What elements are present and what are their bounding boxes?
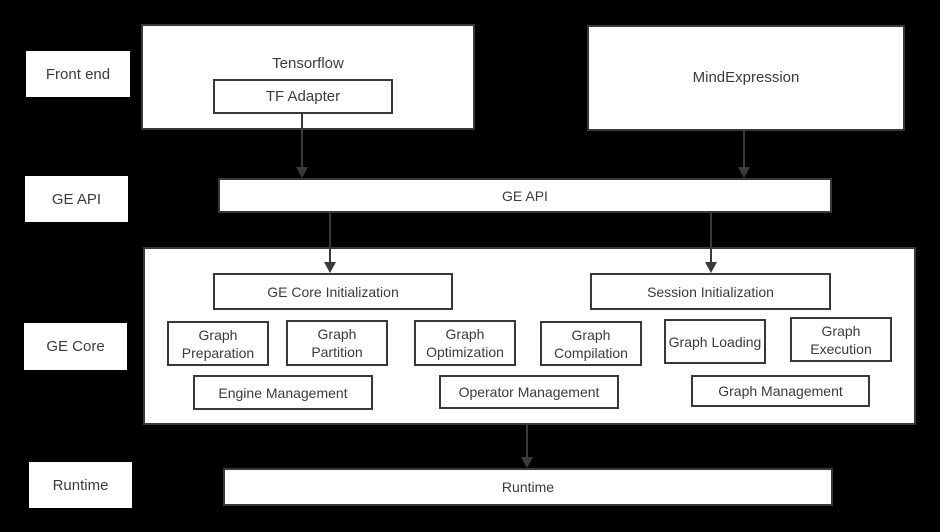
module-box-graph-preparation: Graph Preparation: [167, 321, 269, 366]
ge-core-initialization-box: GE Core Initialization: [213, 273, 453, 310]
arrow-ge-api-to-ge-core-initialization: [324, 213, 336, 273]
session-initialization-box: Session Initialization: [590, 273, 831, 310]
layer-label-runtime: Runtime: [29, 462, 132, 508]
mindexpression-box: MindExpression: [587, 25, 905, 131]
arrow-ge-api-to-session-initialization: [705, 213, 717, 273]
arrow-ge-core-to-runtime: [521, 425, 533, 468]
module-box-graph-partition: Graph Partition: [286, 320, 388, 366]
module-box-graph-loading: Graph Loading: [664, 319, 766, 364]
arrow-tensorflow-to-ge-api: [296, 114, 308, 178]
engine-management-box: Engine Management: [193, 375, 373, 410]
tf-adapter-box: TF Adapter: [213, 79, 393, 114]
layer-label-front-end: Front end: [26, 51, 130, 97]
arrow-shaft: [301, 114, 303, 168]
module-box-graph-compilation: Graph Compilation: [540, 321, 642, 366]
layer-label-ge-api: GE API: [25, 176, 128, 222]
graph-management-box: Graph Management: [691, 375, 870, 407]
layer-label-ge-core: GE Core: [24, 323, 127, 370]
arrow-head-icon: [296, 167, 308, 178]
ge-api-bar: GE API: [218, 178, 832, 213]
runtime-bar: Runtime: [223, 468, 833, 506]
operator-management-box: Operator Management: [439, 375, 619, 409]
arrow-shaft: [710, 213, 712, 263]
arrow-mindexpression-to-ge-api: [738, 131, 750, 178]
arrow-head-icon: [705, 262, 717, 273]
tensorflow-box: Tensorflow TF Adapter: [141, 24, 475, 130]
module-box-graph-optimization: Graph Optimization: [414, 320, 516, 366]
arrow-head-icon: [521, 457, 533, 468]
arrow-shaft: [526, 425, 528, 458]
tensorflow-box-title: Tensorflow: [272, 55, 344, 72]
arrow-shaft: [329, 213, 331, 263]
arrow-head-icon: [324, 262, 336, 273]
module-box-graph-execution: Graph Execution: [790, 317, 892, 362]
arrow-head-icon: [738, 167, 750, 178]
arrow-shaft: [743, 131, 745, 168]
